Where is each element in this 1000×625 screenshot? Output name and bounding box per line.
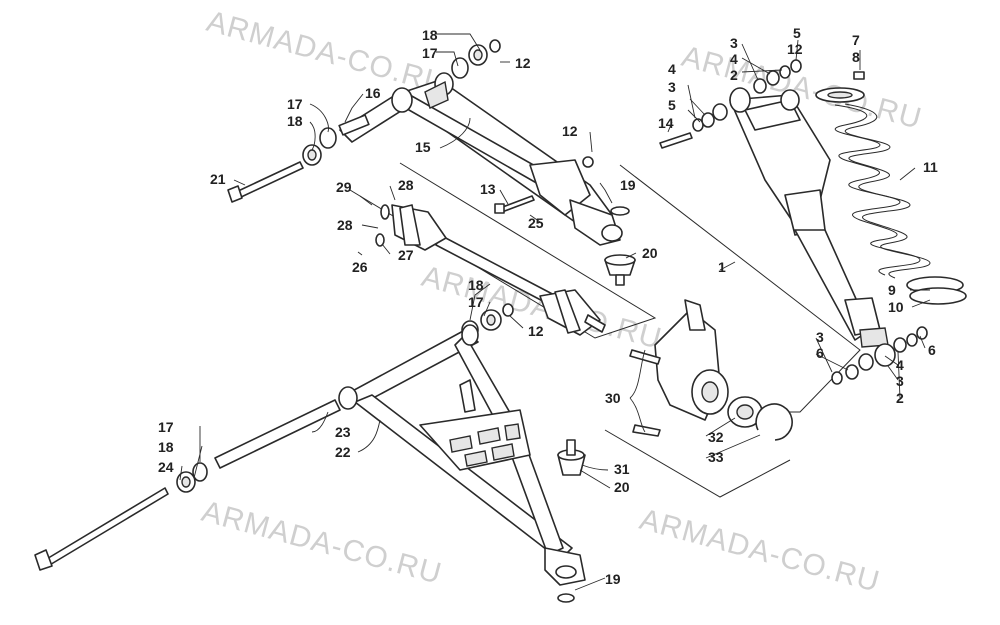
- callout-3-upper-right: 3: [730, 35, 738, 51]
- callout-3-lower-left: 3: [816, 329, 824, 345]
- callout-12-mid: 12: [528, 323, 544, 339]
- upper-a-arm: [339, 72, 623, 246]
- callout-4-upper-right: 4: [730, 51, 738, 67]
- callout-11: 11: [923, 159, 938, 175]
- callout-31: 31: [614, 461, 630, 477]
- callout-4-lower: 4: [896, 357, 904, 373]
- ball-joint-bolt: [494, 156, 594, 214]
- callout-2-upper: 2: [730, 67, 738, 83]
- callout-18-left: 18: [287, 113, 303, 129]
- hub-bearing: [727, 396, 793, 441]
- callout-18-lower: 18: [158, 439, 174, 455]
- lower-arm-sleeve: [176, 399, 341, 493]
- callout-13: 13: [480, 181, 496, 197]
- callout-23: 23: [335, 424, 351, 440]
- callout-20-upper: 20: [642, 245, 658, 261]
- callout-5-upper-left: 5: [668, 97, 676, 113]
- callout-17-upper: 17: [422, 45, 438, 61]
- upper-arm-bushings: [302, 39, 501, 166]
- shock-absorber: [729, 87, 889, 348]
- lower-ball-joint: [557, 439, 586, 603]
- callout-18-upper: 18: [422, 27, 438, 43]
- watermark-bottom-right: ARMADA-CO.RU: [636, 503, 883, 599]
- upper-ball-joint: [604, 206, 636, 286]
- callout-2-lower: 2: [896, 390, 904, 406]
- callout-33: 33: [708, 449, 724, 465]
- callout-22: 22: [335, 444, 351, 460]
- callout-32: 32: [708, 429, 724, 445]
- callout-30: 30: [605, 390, 621, 406]
- watermark-top-left: ARMADA-CO.RU: [203, 5, 450, 101]
- callout-24: 24: [158, 459, 174, 475]
- callout-8: 8: [852, 49, 860, 65]
- steering-knuckle: [629, 299, 729, 437]
- callout-28-top: 28: [398, 177, 414, 193]
- callout-15: 15: [415, 139, 431, 155]
- callout-29: 29: [336, 179, 352, 195]
- callout-5-upper-right: 5: [793, 25, 801, 41]
- drive-shaft: [375, 204, 606, 336]
- shock-lower-hardware: [831, 326, 928, 385]
- callout-7: 7: [852, 32, 860, 48]
- callout-17-left: 17: [287, 96, 303, 112]
- callout-6-lower-left: 6: [816, 345, 824, 361]
- callout-6-lower-right: 6: [928, 342, 936, 358]
- callout-3-upper-left: 3: [668, 79, 676, 95]
- callout-19-upper: 19: [620, 177, 636, 193]
- callout-14: 14: [658, 115, 674, 131]
- callout-17-lower: 17: [158, 419, 174, 435]
- watermark-bottom-left: ARMADA-CO.RU: [198, 495, 445, 591]
- lower-a-arm: [338, 324, 586, 586]
- callout-12-knuckle: 12: [562, 123, 578, 139]
- upper-arm-bolt: [227, 161, 304, 203]
- coil-spring: [815, 71, 967, 305]
- callout-3-lower-right: 3: [896, 373, 904, 389]
- callout-28-mid: 28: [337, 217, 353, 233]
- callout-4-upper-left: 4: [668, 61, 676, 77]
- callout-numbers: 18 17 12 16 17 18 15 21 12 13 19 20 25 2…: [158, 25, 938, 587]
- callout-27: 27: [398, 247, 414, 263]
- callout-12-shock: 12: [787, 41, 803, 57]
- lower-arm-bolt: [34, 487, 169, 571]
- callout-19-lower: 19: [605, 571, 621, 587]
- callout-17-mid: 17: [468, 294, 484, 310]
- callout-16: 16: [365, 85, 381, 101]
- callout-18-mid: 18: [468, 277, 484, 293]
- callout-1: 1: [718, 259, 726, 275]
- shock-upper-hardware: [659, 59, 802, 149]
- leader-lines: [179, 33, 931, 591]
- callout-25: 25: [528, 215, 544, 231]
- callout-10: 10: [888, 299, 904, 315]
- callout-26: 26: [352, 259, 368, 275]
- callout-12-upper: 12: [515, 55, 531, 71]
- callout-9: 9: [888, 282, 896, 298]
- callout-20-lower: 20: [614, 479, 630, 495]
- callout-21: 21: [210, 171, 226, 187]
